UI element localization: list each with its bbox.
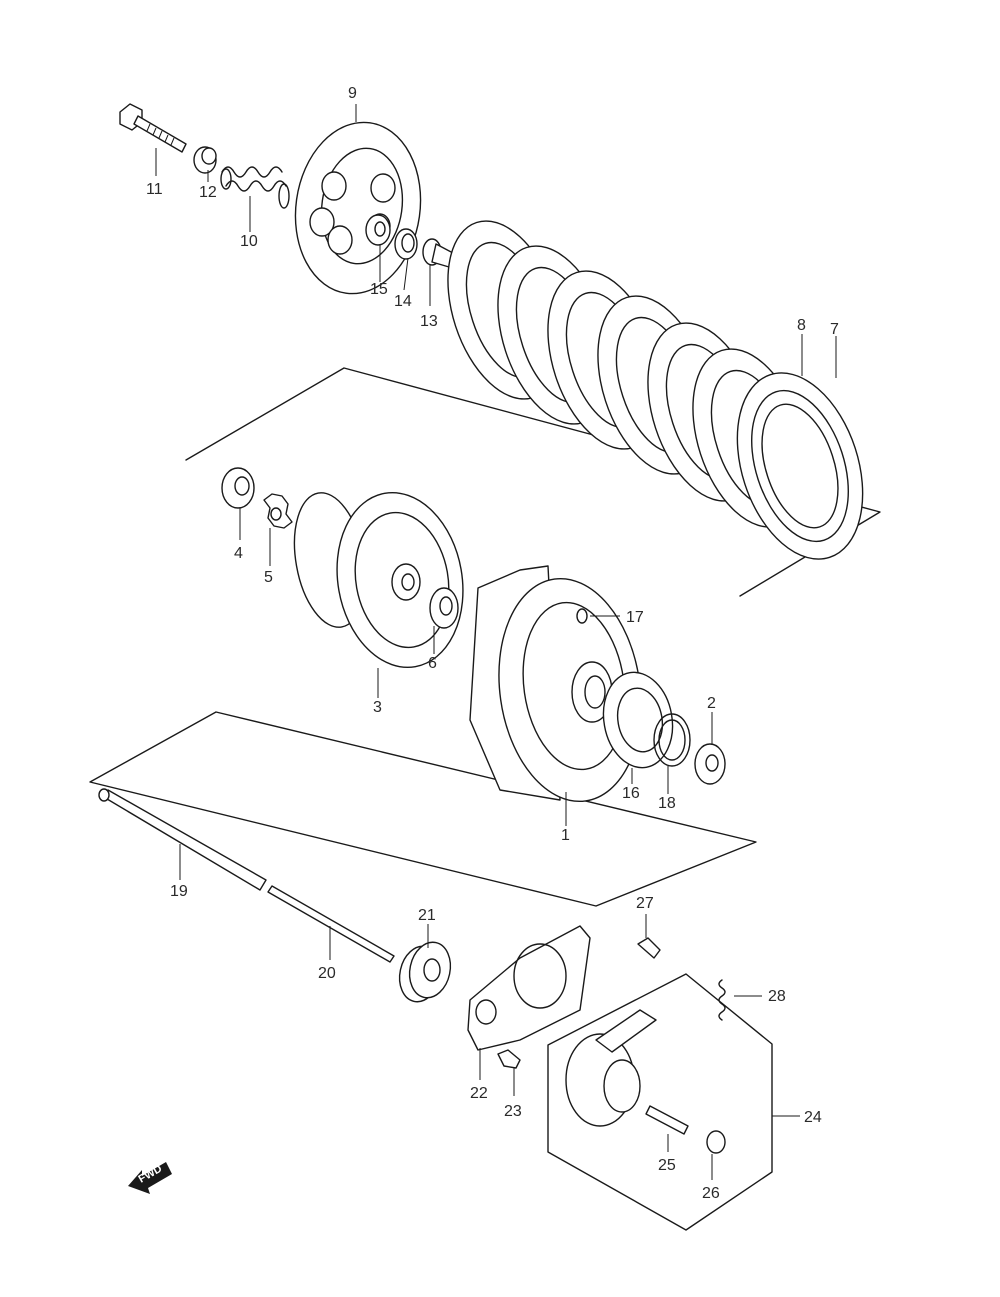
label-1: 1: [561, 827, 570, 844]
label-12: 12: [199, 184, 217, 201]
washer-6: [429, 587, 459, 629]
primary-gear-3: [293, 491, 464, 669]
label-16: 16: [622, 785, 640, 802]
label-10: 10: [240, 233, 258, 250]
bearing-21: [398, 941, 452, 1003]
push-rod-20: [267, 885, 395, 963]
label-11: 11: [146, 181, 163, 198]
label-15: 15: [370, 281, 388, 298]
collar-12: [193, 146, 217, 174]
label-3: 3: [373, 699, 382, 716]
bolt-25: [645, 1105, 689, 1135]
bolt-11: [119, 103, 187, 153]
label-17: 17: [626, 609, 644, 626]
circlip-18: [653, 713, 691, 767]
release-group-outline: [547, 973, 773, 1231]
label-25: 25: [658, 1157, 676, 1174]
release-mechanism: [565, 1009, 657, 1127]
bolt-27: [637, 937, 661, 959]
label-20: 20: [318, 965, 336, 982]
label-2: 2: [707, 695, 716, 712]
label-22: 22: [470, 1085, 488, 1102]
label-27: 27: [636, 895, 654, 912]
label-7: 7: [830, 321, 839, 338]
label-4: 4: [234, 545, 243, 562]
gasket-22: [467, 925, 591, 1051]
spring-28: [718, 979, 726, 1021]
label-14: 14: [394, 293, 412, 310]
label-18: 18: [658, 795, 676, 812]
label-26: 26: [702, 1185, 720, 1202]
label-24: 24: [804, 1109, 822, 1126]
label-8: 8: [797, 317, 806, 334]
bolt-23: [497, 1049, 521, 1069]
label-21: 21: [418, 907, 436, 924]
bearing-14: [394, 228, 418, 260]
leader-lines: [155, 104, 837, 1180]
label-13: 13: [420, 313, 438, 330]
label-23: 23: [504, 1103, 522, 1120]
spring-10: [220, 166, 290, 209]
fwd-arrow-icon: FWD: [128, 1162, 172, 1194]
label-19: 19: [170, 883, 188, 900]
hub-group-outline: [89, 711, 757, 907]
label-28: 28: [768, 988, 786, 1005]
washer-2: [694, 743, 726, 785]
push-rod-19: [98, 788, 267, 891]
pressure-plate-9: [294, 121, 422, 295]
lock-washer-5: [263, 493, 293, 529]
clutch-housing-1: [469, 565, 642, 803]
bearing-16: [602, 671, 674, 769]
clutch-plate-stack: [447, 220, 864, 560]
nut-26: [706, 1130, 726, 1154]
nut-4: [221, 467, 255, 509]
label-9: 9: [348, 85, 357, 102]
washer-15: [365, 214, 391, 246]
label-5: 5: [264, 569, 273, 586]
label-6: 6: [428, 655, 437, 672]
